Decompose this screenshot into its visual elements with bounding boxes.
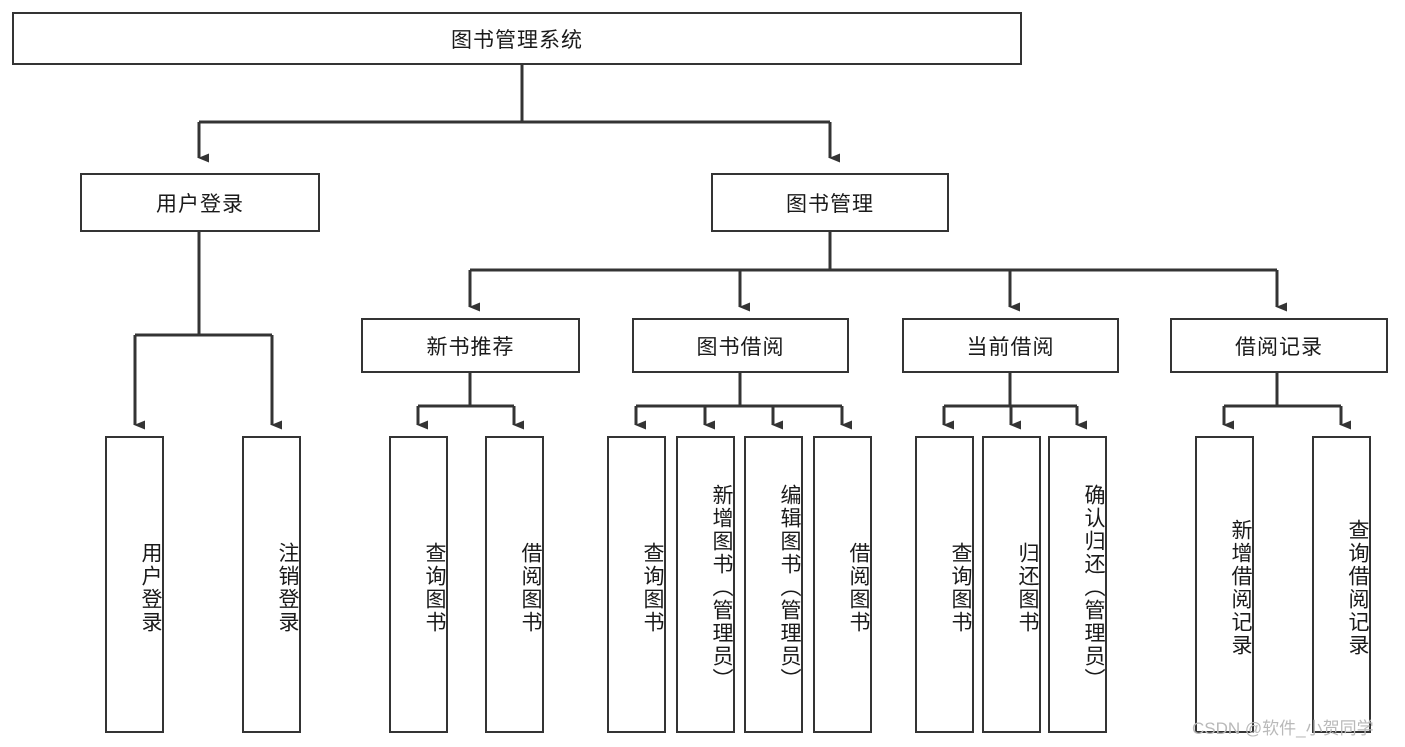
- leaf-borrow-record-add-record[interactable]: 新增借阅记录: [1195, 436, 1254, 733]
- node-label: 查询借阅记录: [1346, 518, 1369, 657]
- node-root-book-management-system[interactable]: 图书管理系统: [12, 12, 1022, 65]
- node-book-management[interactable]: 图书管理: [711, 173, 949, 232]
- node-label: 新增图书（管理员）: [710, 484, 733, 691]
- leaf-current-borrow-confirm-return-admin[interactable]: 确认归还（管理员）: [1048, 436, 1107, 733]
- node-label: 新书推荐: [426, 335, 515, 359]
- node-label: 编辑图书（管理员）: [778, 484, 801, 691]
- leaf-book-borrow-edit-book-admin[interactable]: 编辑图书（管理员）: [744, 436, 803, 733]
- node-user-login[interactable]: 用户登录: [80, 173, 320, 232]
- leaf-book-borrow-borrow-book[interactable]: 借阅图书: [813, 436, 872, 733]
- node-label: 确认归还（管理员）: [1082, 484, 1105, 691]
- leaf-current-borrow-query-book[interactable]: 查询图书: [915, 436, 974, 733]
- node-label: 新增借阅记录: [1229, 518, 1252, 657]
- node-label: 借阅记录: [1235, 335, 1323, 359]
- leaf-borrow-record-query-record[interactable]: 查询借阅记录: [1312, 436, 1371, 733]
- node-label: 图书管理系统: [451, 28, 583, 52]
- leaf-new-book-borrow-book[interactable]: 借阅图书: [485, 436, 544, 733]
- node-label: 用户登录: [156, 192, 244, 216]
- leaf-book-borrow-add-book-admin[interactable]: 新增图书（管理员）: [676, 436, 735, 733]
- leaf-new-book-query-book[interactable]: 查询图书: [389, 436, 448, 733]
- node-label: 查询图书: [423, 541, 446, 634]
- leaf-user-login-logout[interactable]: 注销登录: [242, 436, 301, 733]
- node-book-borrow[interactable]: 图书借阅: [632, 318, 849, 373]
- node-label: 借阅图书: [519, 541, 542, 634]
- leaf-book-borrow-query-book[interactable]: 查询图书: [607, 436, 666, 733]
- node-label: 查询图书: [641, 541, 664, 634]
- node-label: 注销登录: [276, 541, 299, 634]
- node-borrow-record[interactable]: 借阅记录: [1170, 318, 1388, 373]
- watermark-text: CSDN @软件_小贺同学: [1192, 719, 1374, 738]
- node-label: 图书借阅: [696, 335, 785, 359]
- node-label: 图书管理: [786, 192, 874, 216]
- node-label: 归还图书: [1016, 541, 1039, 634]
- node-current-borrow[interactable]: 当前借阅: [902, 318, 1119, 373]
- node-label: 当前借阅: [966, 335, 1055, 359]
- node-label: 借阅图书: [847, 541, 870, 634]
- node-label: 查询图书: [949, 541, 972, 634]
- node-new-book-recommend[interactable]: 新书推荐: [361, 318, 580, 373]
- node-label: 用户登录: [139, 541, 162, 634]
- leaf-current-borrow-return-book[interactable]: 归还图书: [982, 436, 1041, 733]
- leaf-user-login-login[interactable]: 用户登录: [105, 436, 164, 733]
